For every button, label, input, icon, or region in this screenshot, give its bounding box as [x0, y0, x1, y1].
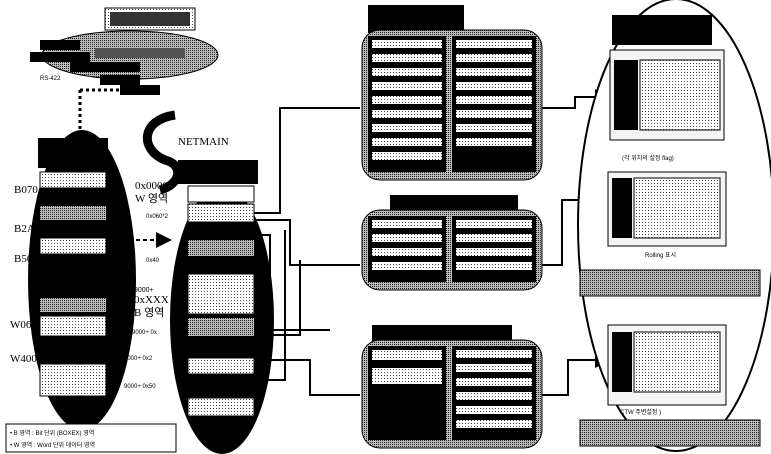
mid-panel-2 — [362, 195, 542, 290]
addr-0x0000: 0x0000 — [135, 180, 169, 192]
right-panel — [578, 0, 771, 451]
right-caption-mid: Rolling 표시 — [645, 252, 676, 259]
mid-panel-1 — [362, 5, 542, 180]
addr-0x060: 0x060*2 — [146, 214, 169, 220]
left-label-b50: B50 — [14, 253, 33, 265]
b-area-label: B 영역 — [134, 306, 164, 319]
left-label-b070: B070 — [14, 184, 38, 196]
addr-9000: 9000+ — [134, 287, 154, 294]
mid-panel-3 — [362, 325, 542, 448]
left-memory-column — [28, 130, 136, 430]
rs422-label: RS-422 — [40, 76, 61, 82]
left-label-w400: W400 — [10, 353, 37, 365]
addr-9000-0x50: 9000+ 0x50 — [124, 384, 156, 390]
left-label-w060: W060 — [10, 319, 37, 331]
addr-9000-0x: 9000+ 0x — [132, 330, 157, 336]
left-label-b2a: B2A — [14, 223, 35, 235]
right-caption-bot: CTW 주변설정 ) — [620, 408, 661, 416]
addr-0x40: 0x40 — [146, 258, 160, 264]
netmain-swirl — [147, 115, 177, 190]
legend-line-2: • W 영역 : Word 단위 데이터 영역 — [10, 441, 95, 449]
addr-0xxxx: 0xXXX — [134, 294, 169, 306]
addr-9000-0x2: 9000+ 0x2 — [124, 356, 153, 362]
netmain-label: NETMAIN — [178, 136, 229, 148]
center-memory-column — [170, 160, 274, 454]
right-caption-top: (각 위치의 설정 flag) — [622, 154, 674, 162]
w-area-label: W 영역 — [135, 192, 168, 205]
legend-line-1: • B 영역 : Bit 단위 (BOXEX) 영역 — [10, 429, 94, 437]
legend-box: • B 영역 : Bit 단위 (BOXEX) 영역 • W 영역 : Word… — [6, 424, 176, 452]
